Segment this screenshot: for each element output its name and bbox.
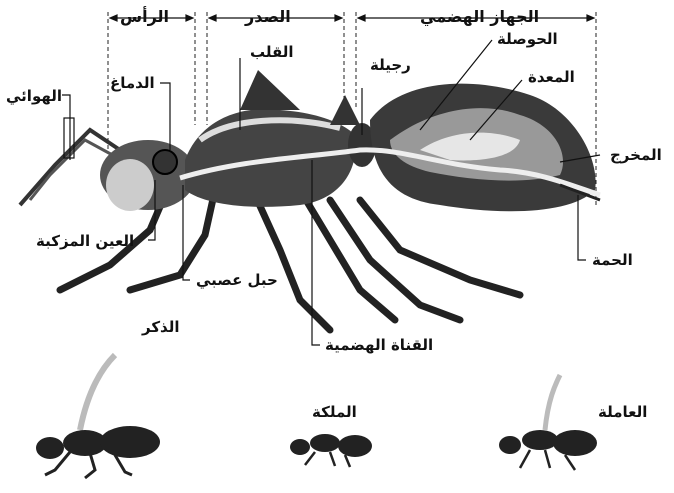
ant-body-illustration — [20, 70, 600, 330]
nerve-cord-label: حبل عصبي — [196, 273, 278, 288]
digestive-tract-label: القناة الهضمية — [325, 338, 433, 353]
heart-label: القلب — [250, 45, 294, 60]
worker-ant-illustration — [499, 375, 597, 470]
queen-label: الملكة — [312, 405, 357, 420]
queen-ant-illustration — [290, 434, 372, 467]
crop-label: الحوصلة — [497, 32, 558, 47]
male-label: الذكر — [142, 320, 180, 335]
antennae-label: الهوائي — [6, 89, 62, 104]
brain-label: الدماغ — [110, 76, 155, 91]
section-thorax-label: الصدر — [245, 9, 291, 25]
male-ant-illustration — [36, 355, 160, 478]
worker-label: العاملة — [598, 405, 647, 420]
sting-label: الحمة — [592, 253, 633, 268]
petiole-label: رجيلة — [370, 58, 411, 73]
stomach-label: المعدة — [528, 70, 575, 85]
anus-label: المخرج — [610, 148, 662, 163]
section-head-label: الرأس — [120, 9, 169, 25]
section-digestive-label: الجهاز الهضمي — [420, 9, 539, 25]
compound-eye-label: العين المزكبة — [36, 234, 134, 249]
